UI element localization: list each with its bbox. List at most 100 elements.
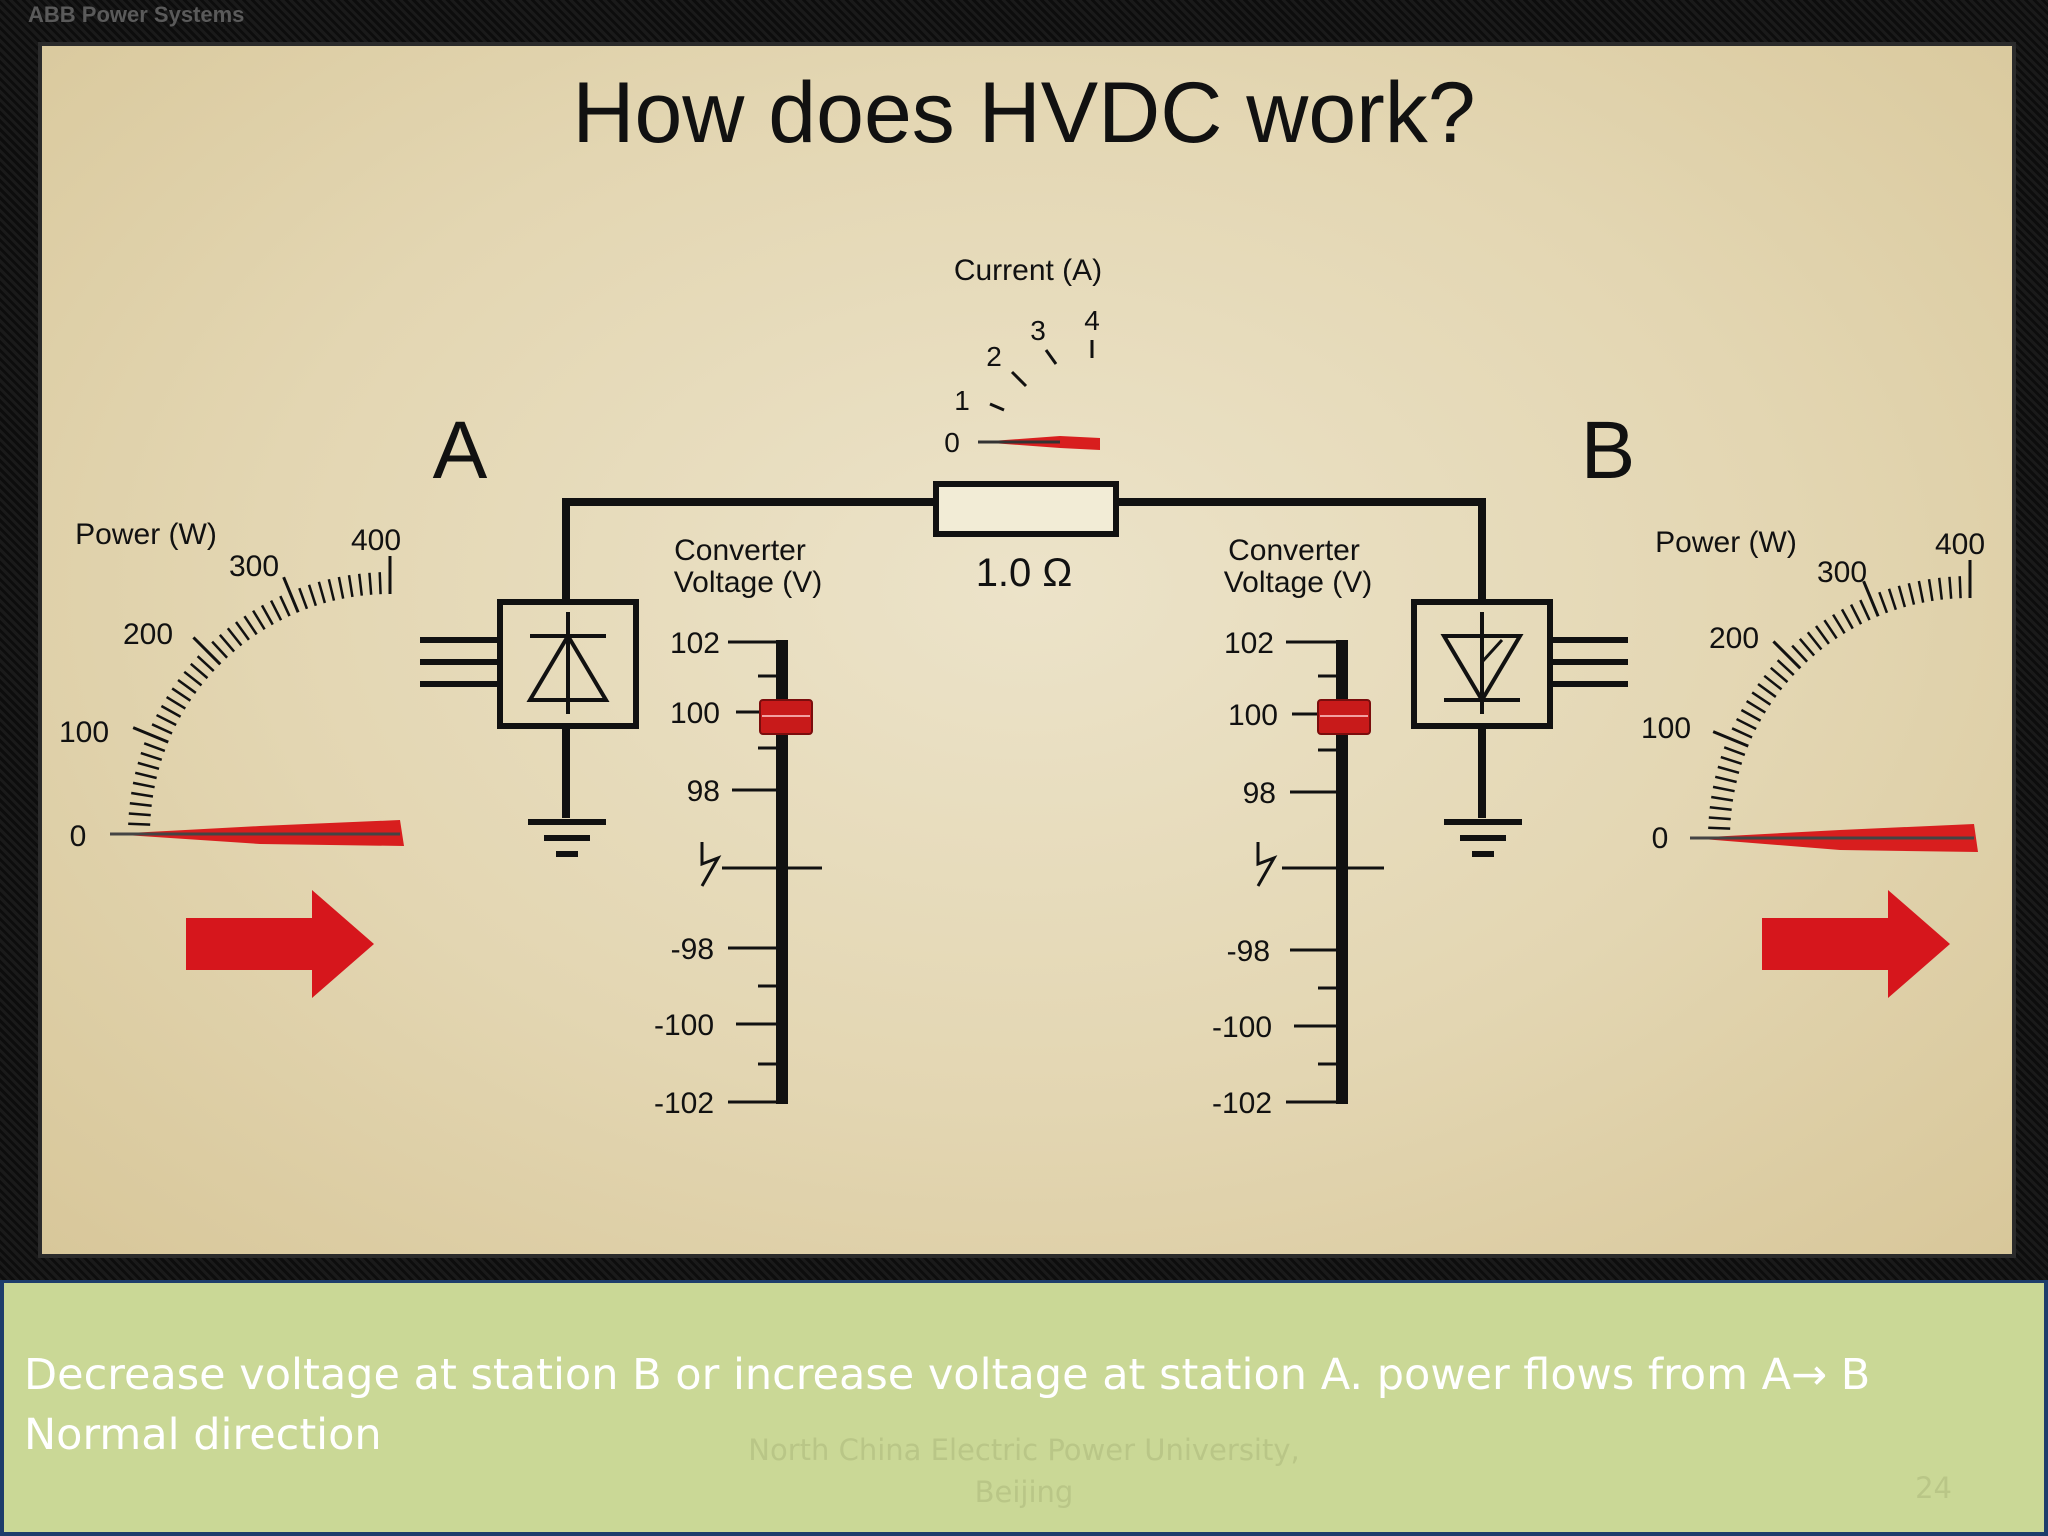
power-scale-tick [143,742,166,753]
power-scale-tick [269,599,283,621]
power-b-flow-arrow [1762,890,1950,998]
power-b-tick: 400 [1935,528,1985,561]
power-a-flow-arrow [186,890,374,998]
power-scale-tick [1714,775,1737,784]
power-scale-tick [1711,795,1734,802]
power-scale-tick [1814,625,1830,645]
power-scale-tick [1723,746,1746,757]
station-b-label: B [1581,405,1636,496]
power-scale-tick [1745,700,1767,714]
current-tick-label: 4 [1084,305,1100,336]
power-scale-tick [211,640,229,659]
voltage-a-title-line1: Converter [674,534,806,567]
resistor-label: 1.0 Ω [976,551,1073,595]
voltage-a-title-line2: Voltage (V) [674,566,822,599]
power-scale-tick [171,687,192,702]
power-scale-tick [1757,682,1777,698]
power-b-scale [1692,560,1972,840]
power-scale-tick [129,801,152,808]
power-scale-tick [1720,755,1743,766]
page-number: 24 [1915,1471,1952,1505]
power-scale-tick [1776,659,1795,677]
power-b-title: Power (W) [1655,526,1797,559]
current-tick-label: 0 [944,427,960,458]
power-scale-tick [1763,674,1783,691]
voltage-a-tick: 98 [687,775,720,808]
voltage-a-tick: 102 [670,627,720,660]
voltage-a-tick: -100 [654,1009,714,1042]
voltage-slider-a: Converter Voltage (V) 102 100 98 -98 -10… [654,534,822,1120]
power-scale-tick [1806,631,1823,651]
power-scale-tick [1769,666,1789,684]
voltage-a-tick: -98 [671,933,714,966]
power-scale-tick [1731,727,1753,739]
power-a-scale [112,556,392,836]
window-corner-label: ABB Power Systems [28,2,245,27]
power-scale-tick [1859,599,1871,621]
simulation-panel [38,42,2016,1258]
power-scale-tick [1862,580,1880,617]
power-scale-tick [218,633,236,653]
power-scale-tick [1832,613,1846,635]
voltage-a-tick: 100 [670,697,720,730]
power-scale-tick [1887,588,1898,611]
power-scale-tick [307,584,318,607]
current-meter-title: Current (A) [954,254,1102,287]
caption-text: Decrease voltage at station B or increas… [24,1350,1871,1460]
voltage-a-tick: -102 [654,1087,714,1120]
power-scale-tick [192,636,222,666]
voltage-slider-b: Converter Voltage (V) 102 100 98 -98 -10… [1212,534,1384,1120]
power-scale-tick [347,575,354,598]
power-scale-tick [1735,717,1757,731]
power-scale-tick [132,781,155,789]
power-scale-tick [165,696,187,710]
power-scale-tick [196,655,215,673]
power-scale-tick [260,604,274,626]
power-scale-tick [298,587,309,610]
power-a-tick: 100 [59,716,109,749]
power-a-tick: 400 [351,524,401,557]
power-a-tick: 300 [229,550,279,583]
power-meter-b: Power (W) 0 100 200 300 400 [1641,526,1985,998]
power-scale-tick [1708,826,1731,830]
power-scale-tick [327,578,336,601]
current-meter: 0 1 2 3 4 [944,305,1100,458]
current-tick-label: 1 [954,385,970,416]
dc-line [562,481,1486,602]
power-scale-tick [132,726,169,744]
power-scale-tick [1878,591,1889,614]
power-a-tick: 0 [70,820,87,853]
resistor [933,481,1119,537]
power-meter-a: Power (W) 0 100 200 300 400 [59,518,404,998]
power-a-title: Power (W) [75,518,217,551]
power-scale-tick [1712,730,1749,748]
power-scale-tick [1717,765,1740,775]
power-scale-tick [1907,582,1916,605]
power-b-tick: 0 [1652,822,1669,855]
hvdc-diagram: How does HVDC work? A B Current (A) 0 1 … [59,254,1985,1120]
power-scale-tick [1798,637,1816,657]
footer-line2: Beijing [974,1475,1074,1509]
power-scale-tick [1709,805,1732,812]
power-scale-tick [1823,619,1838,640]
power-scale-tick [357,573,364,596]
power-scale-tick [252,609,266,631]
power-scale-tick [160,704,182,718]
power-scale-tick [282,576,300,613]
converter-a [420,599,639,857]
voltage-b-tick: -100 [1212,1011,1272,1044]
power-scale-tick [1948,576,1953,599]
power-b-tick: 300 [1817,556,1867,589]
voltage-b-tick: 100 [1228,699,1278,732]
power-scale-tick [337,576,345,599]
power-scale-tick [140,751,163,762]
power-scale-tick [131,791,154,798]
power-scale-tick [1897,585,1907,608]
power-scale-tick [1712,785,1735,793]
power-scale-tick [279,595,291,617]
power-scale-tick [378,572,382,595]
power-scale-tick [134,771,157,780]
power-scale-tick [1849,603,1863,625]
power-scale-tick [1708,816,1731,821]
power-scale-tick [1937,577,1944,600]
